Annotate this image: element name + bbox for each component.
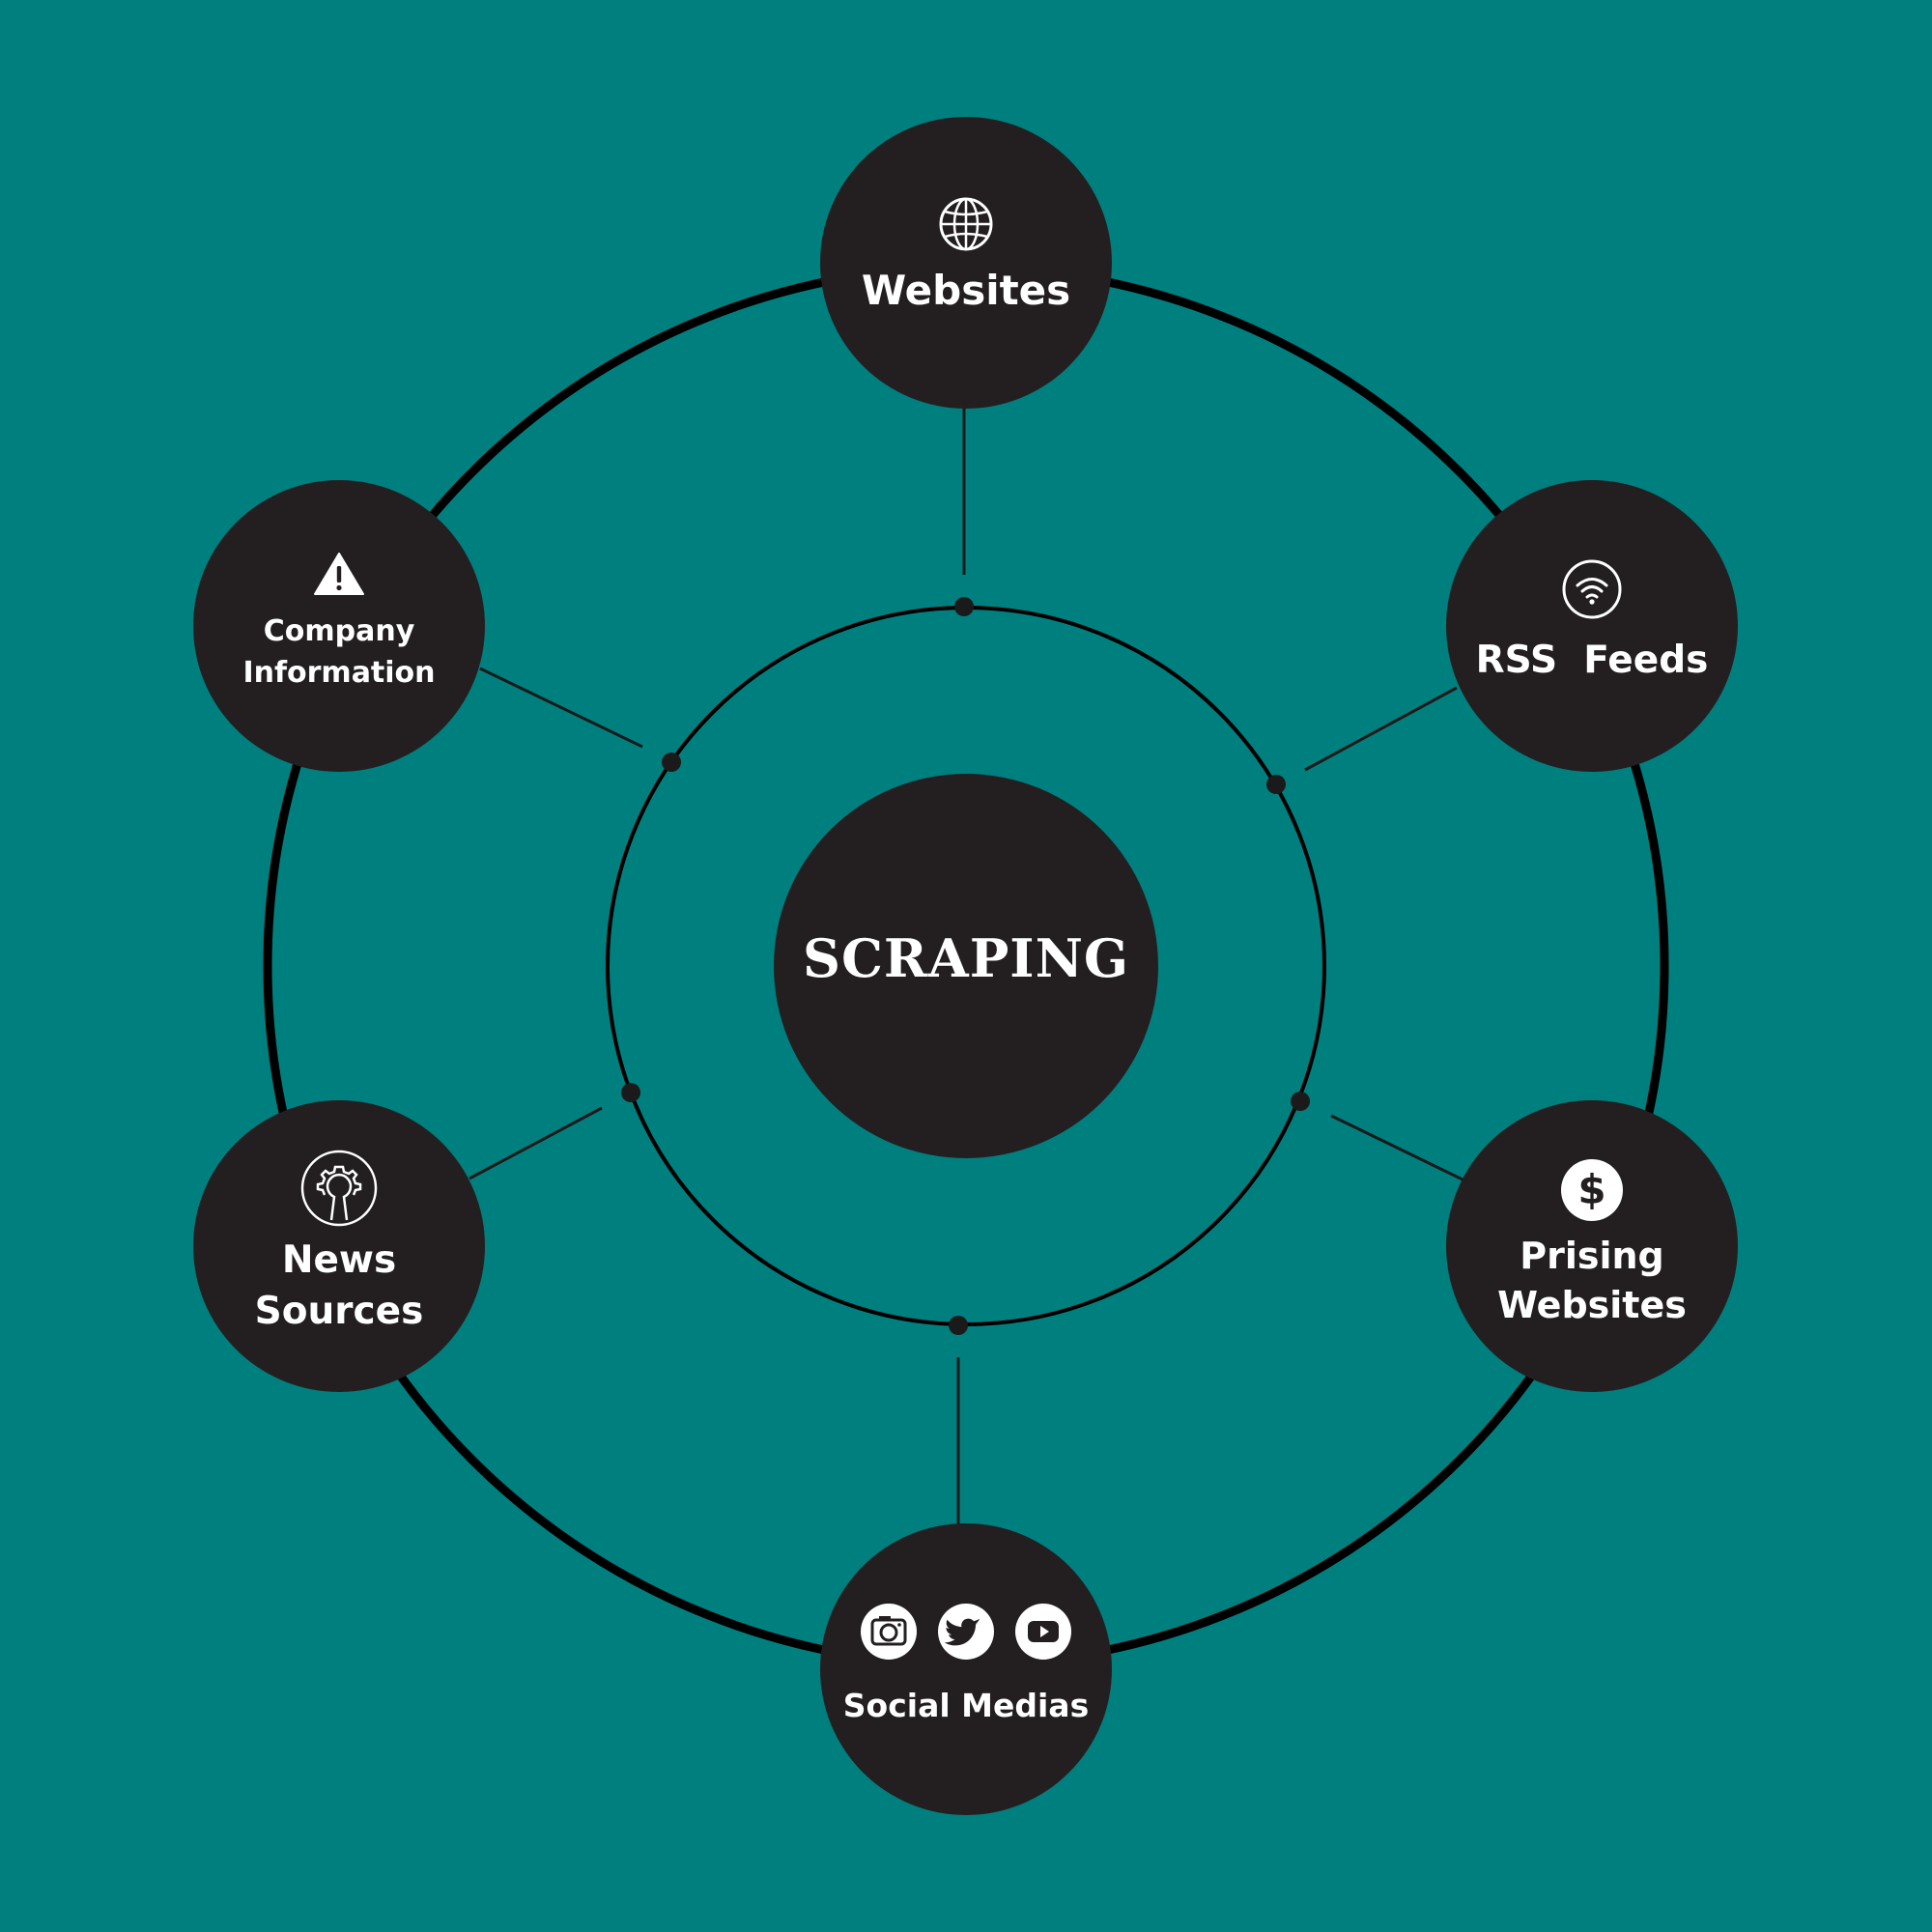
connector-dot: [1291, 1092, 1310, 1111]
rss-feeds-label: RSS Feeds: [1475, 638, 1709, 682]
news-label-line1: News: [281, 1238, 397, 1283]
wifi-icon: [1561, 558, 1623, 624]
spoke-rss: [1304, 686, 1458, 772]
social-medias-label: Social Medias: [842, 1687, 1090, 1725]
node-news-sources: News Sources: [193, 1100, 485, 1392]
node-websites: Websites: [820, 117, 1112, 409]
pricing-label-line1: Prising: [1520, 1234, 1664, 1277]
twitter-icon: [937, 1603, 995, 1664]
spoke-news: [469, 1106, 603, 1180]
dollar-icon: $: [1560, 1158, 1624, 1226]
center-node: SCRAPING: [774, 774, 1158, 1158]
connector-dot: [621, 1083, 640, 1102]
connector-dot: [949, 1316, 968, 1335]
pricing-label-line2: Websites: [1497, 1284, 1687, 1326]
globe-icon: [938, 196, 994, 256]
warning-icon: [313, 552, 365, 600]
svg-text:$: $: [1577, 1166, 1605, 1213]
connector-dot: [954, 597, 974, 616]
company-label-line1: Company: [263, 613, 415, 648]
connector-dot: [662, 753, 681, 772]
node-social-medias: Social Medias: [820, 1523, 1112, 1815]
connector-dot: [1266, 775, 1286, 794]
camera-icon: [860, 1603, 918, 1664]
open-source-gear-icon: [299, 1149, 379, 1232]
news-label-line2: Sources: [254, 1290, 424, 1333]
spoke-company: [479, 667, 643, 749]
node-rss-feeds: RSS Feeds: [1446, 480, 1738, 772]
company-label-line2: Information: [242, 656, 436, 690]
node-company-information: Company Information: [193, 480, 485, 772]
social-icons: [860, 1603, 1072, 1664]
center-title: SCRAPING: [802, 927, 1130, 989]
spoke-pricing: [1330, 1114, 1465, 1182]
youtube-icon: [1014, 1603, 1072, 1664]
websites-label: Websites: [861, 266, 1071, 314]
node-pricing-websites: $ Prising Websites: [1446, 1100, 1738, 1392]
